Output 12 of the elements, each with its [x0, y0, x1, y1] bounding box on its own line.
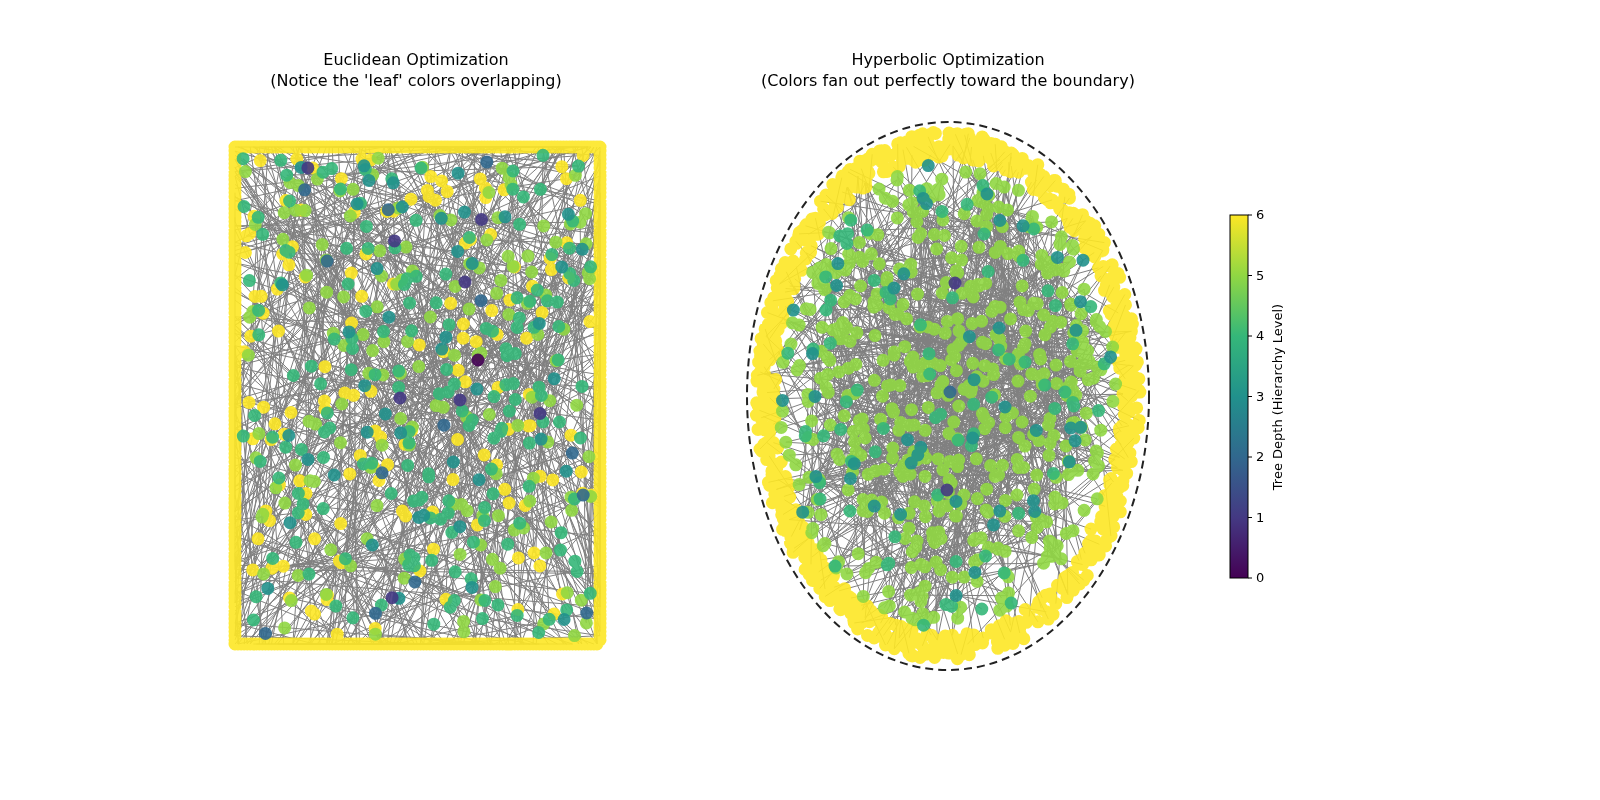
- chart-title: (Notice the 'leaf' colors overlapping): [270, 71, 562, 90]
- tick-label: 0: [1256, 570, 1265, 585]
- chart-title: (Colors fan out perfectly toward the boundary): [761, 71, 1135, 90]
- tick-label: 2: [1256, 449, 1265, 464]
- chart-title: Euclidean Optimization: [323, 50, 509, 69]
- tick-label: 4: [1256, 328, 1265, 343]
- tick-label: 6: [1256, 207, 1265, 222]
- chart-title: Hyperbolic Optimization: [851, 50, 1045, 69]
- axis-label: Tree Depth (Hierarchy Level): [1269, 303, 1285, 490]
- tick-label: 5: [1256, 267, 1265, 283]
- tick-label: 1: [1256, 509, 1265, 525]
- tick-label: 3: [1256, 388, 1265, 404]
